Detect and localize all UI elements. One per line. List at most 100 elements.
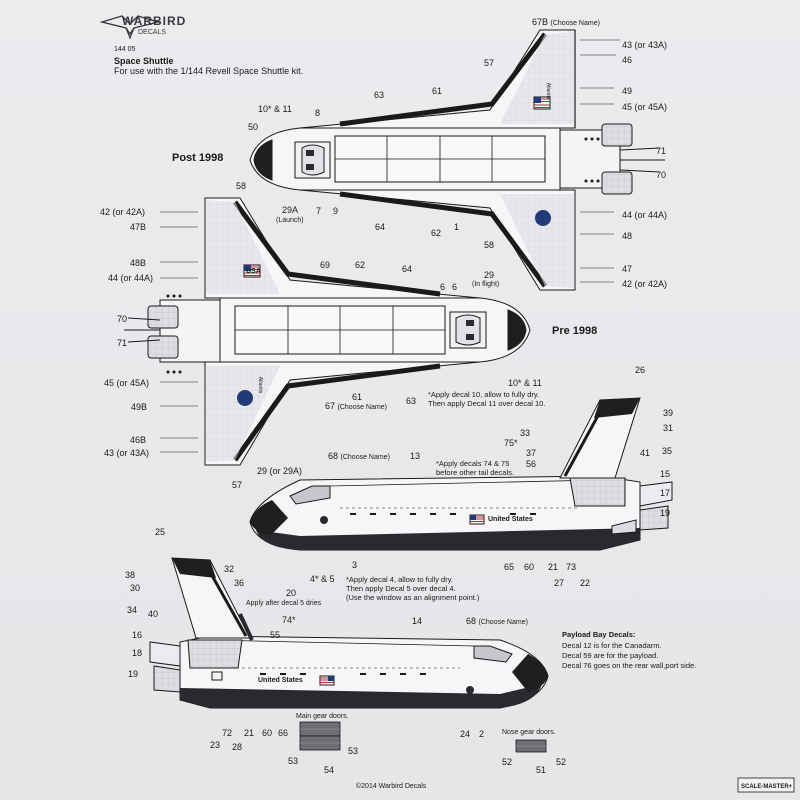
callout-7: 7 xyxy=(316,206,322,216)
callout-43-bottom: 43 (or 43A) xyxy=(104,448,150,458)
callout-43: 43 (or 43A) xyxy=(622,40,668,50)
copyright: ©2014 Warbird Decals xyxy=(356,783,427,790)
callout-10-11-bottom: 10* & 11 xyxy=(508,378,542,388)
brand-bottom: DECALS xyxy=(138,29,167,36)
callout-69: 69 xyxy=(320,260,331,270)
callout-18: 18 xyxy=(132,648,143,658)
gear-doors xyxy=(299,721,547,753)
callout-48: 48 xyxy=(622,231,633,241)
callout-63-bottom: 63 xyxy=(406,396,417,406)
view-label-post-1998: Post 1998 xyxy=(172,152,224,164)
callout-58-top: 58 xyxy=(484,240,495,250)
callout-72: 72 xyxy=(222,728,233,738)
callout-62-bottom: 62 xyxy=(355,260,366,270)
callout-70: 70 xyxy=(656,170,667,180)
callout-29: 29 xyxy=(484,270,495,280)
united-states-marking-right: United States xyxy=(488,516,533,523)
callout-14: 14 xyxy=(412,616,423,626)
callout-68-right: 68 (Choose Name) xyxy=(328,451,390,461)
note-decals-74-75: *Apply decals 74 & 75 before other tail … xyxy=(436,459,514,477)
callout-41: 41 xyxy=(640,448,651,458)
brand-top: WARBIRD xyxy=(122,14,187,28)
callout-49: 49 xyxy=(622,86,633,96)
callout-42-bottom: 42 (or 42A) xyxy=(100,207,146,217)
callout-33: 33 xyxy=(520,428,531,438)
callout-23: 23 xyxy=(210,740,221,750)
callout-68-left: 68 (Choose Name) xyxy=(466,616,528,626)
callout-55: 55 xyxy=(270,630,281,640)
callout-20-note: Apply after decal 5 dries xyxy=(246,600,322,607)
scalemaster-logo: SCALE-MASTER+ xyxy=(741,784,793,790)
callout-4-5: 4* & 5 xyxy=(310,574,335,584)
callout-52a: 52 xyxy=(502,757,513,767)
callout-45-bottom: 45 (or 45A) xyxy=(104,378,150,388)
nose-gear-doors-title: Nose gear doors. xyxy=(502,729,556,736)
callout-8: 8 xyxy=(315,108,321,118)
sheet-title: Space Shuttle xyxy=(114,56,174,66)
callout-46b: 46B xyxy=(130,435,147,445)
payload-bay-line-1: Decal 12 is for the Canadarm. xyxy=(562,641,662,650)
callout-1: 1 xyxy=(454,222,460,232)
callout-75: 75* xyxy=(504,438,518,448)
callout-16: 16 xyxy=(132,630,143,640)
callout-61-bottom: 61 xyxy=(352,392,363,402)
callout-49b: 49B xyxy=(131,402,148,412)
callout-61: 61 xyxy=(432,86,443,96)
logo-wing-icon xyxy=(99,15,161,40)
callout-63: 63 xyxy=(374,90,385,100)
note-decal-10: *Apply decal 10, allow to fully dry. The… xyxy=(428,390,546,408)
callout-73: 73 xyxy=(566,562,577,572)
scalemaster-badge-frame xyxy=(737,777,795,793)
callout-30: 30 xyxy=(130,583,141,593)
callout-53b: 53 xyxy=(348,746,359,756)
callout-58-bottom: 58 xyxy=(236,181,247,191)
callout-launch-note: (Launch) xyxy=(276,217,304,224)
wing-name-atlantis-top: Atlantis xyxy=(545,82,552,100)
callout-3: 3 xyxy=(352,560,358,570)
callout-20: 20 xyxy=(286,588,297,598)
main-gear-doors-title: Main gear doors. xyxy=(296,713,349,720)
callout-6a: 6 xyxy=(440,282,446,292)
callout-65: 65 xyxy=(504,562,515,572)
payload-bay-title: Payload Bay Decals: xyxy=(562,630,636,639)
callout-52b: 52 xyxy=(556,757,567,767)
callout-31: 31 xyxy=(663,423,674,433)
callout-45: 45 (or 45A) xyxy=(622,102,668,112)
callout-74: 74* xyxy=(282,615,296,625)
callout-47: 47 xyxy=(622,264,633,274)
callout-71-bottom: 71 xyxy=(117,338,128,348)
callout-13: 13 xyxy=(410,451,421,461)
view-label-pre-1998: Pre 1998 xyxy=(552,325,598,337)
callout-26: 26 xyxy=(635,365,646,375)
wing-name-atlantis-bottom: Atlantis xyxy=(257,376,264,394)
callout-27: 27 xyxy=(554,578,565,588)
callout-36: 36 xyxy=(234,578,245,588)
orbiter-side-view-left xyxy=(149,557,549,709)
usa-marking: USA xyxy=(246,268,261,275)
callout-54: 54 xyxy=(324,765,335,775)
callout-29a: 29A xyxy=(282,205,299,215)
callout-71: 71 xyxy=(656,146,667,156)
catalog-number: 144 05 xyxy=(114,46,136,53)
callout-29-29a: 29 (or 29A) xyxy=(257,466,303,476)
orbiter-top-view xyxy=(249,29,665,291)
callout-67: 67 (Choose Name) xyxy=(325,401,387,411)
callout-19-right: 19 xyxy=(660,508,671,518)
callout-51: 51 xyxy=(536,765,547,775)
callout-66: 66 xyxy=(278,728,289,738)
callout-22: 22 xyxy=(580,578,591,588)
callout-42: 42 (or 42A) xyxy=(622,279,668,289)
callout-15: 15 xyxy=(660,469,671,479)
callout-64-bottom: 64 xyxy=(402,264,413,274)
callout-35: 35 xyxy=(662,446,673,456)
note-decal-4: *Apply decal 4, allow to fully dry. Then… xyxy=(346,575,480,602)
callout-inflight-note: (In flight) xyxy=(472,281,500,288)
callout-48b: 48B xyxy=(130,258,147,268)
callout-2: 2 xyxy=(479,729,485,739)
callout-64-top: 64 xyxy=(375,222,386,232)
callout-62-top: 62 xyxy=(431,228,442,238)
callout-19-left: 19 xyxy=(128,669,139,679)
callout-50: 50 xyxy=(248,122,259,132)
payload-bay-line-2: Decal 59 are for the payload. xyxy=(562,651,659,660)
